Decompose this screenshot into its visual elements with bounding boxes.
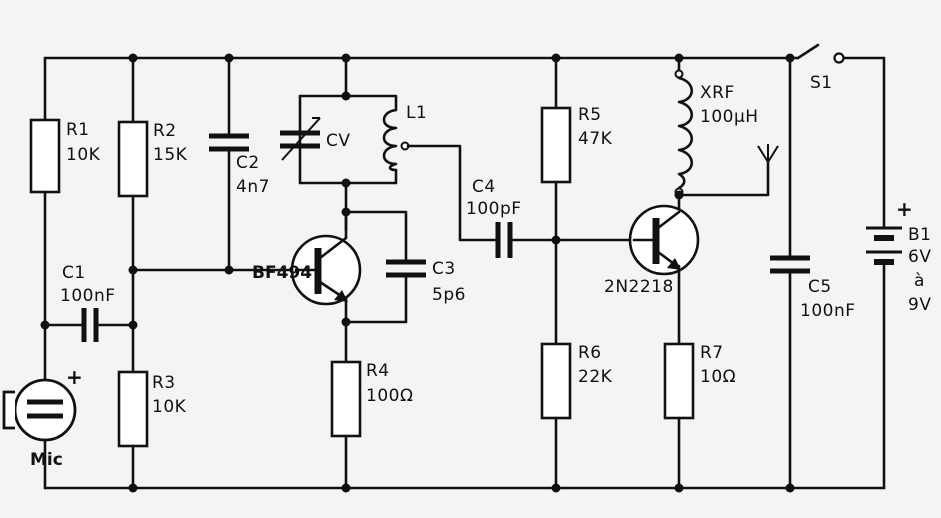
q1-transistor — [290, 210, 362, 324]
r2-name: R2 — [153, 121, 177, 141]
c4-capacitor — [495, 222, 636, 258]
c3-name: C3 — [432, 259, 456, 279]
r2-resistor — [117, 56, 149, 374]
r5-value: 47K — [578, 129, 613, 149]
battery-plus-sign: + — [896, 197, 913, 221]
xrf-value: 100µH — [700, 107, 759, 127]
mic-label: Mic — [30, 450, 63, 470]
c4-value: 100pF — [466, 199, 522, 219]
s1-switch — [833, 52, 845, 64]
r4-value: 100Ω — [366, 386, 413, 406]
c1-capacitor — [43, 308, 135, 342]
l1-inductor — [382, 108, 410, 172]
q1-label: BF494 — [252, 263, 312, 283]
r7-name: R7 — [700, 343, 724, 363]
c1-name: C1 — [62, 263, 86, 283]
r3-name: R3 — [152, 373, 176, 393]
cv-variable-capacitor — [280, 117, 321, 161]
l1-label: L1 — [406, 103, 427, 123]
c3-value: 5p6 — [432, 285, 466, 305]
c2-value: 4n7 — [236, 177, 270, 197]
microphone-symbol — [2, 378, 77, 490]
b1-connector: à — [914, 271, 925, 291]
q2-transistor — [628, 204, 700, 346]
s1-label: S1 — [810, 73, 833, 93]
r7-value: 10Ω — [700, 367, 736, 387]
junction-dots — [40, 53, 795, 493]
r4-name: R4 — [366, 361, 390, 381]
r3-value: 10K — [152, 397, 187, 417]
l1-tap-wire — [406, 144, 498, 242]
c2-capacitor — [209, 56, 249, 272]
bottom-rail — [43, 268, 886, 490]
c5-name: C5 — [808, 277, 832, 297]
b1-name: B1 — [908, 225, 931, 245]
xrf-choke — [674, 56, 694, 216]
r1-value: 10K — [66, 145, 101, 165]
xrf-name: XRF — [700, 83, 735, 103]
battery-b1 — [866, 226, 902, 272]
top-rail — [43, 43, 886, 230]
antenna-symbol — [677, 144, 779, 197]
c4-name: C4 — [472, 177, 496, 197]
r1-name: R1 — [66, 120, 90, 140]
c5-capacitor — [770, 56, 810, 490]
r6-resistor — [540, 342, 572, 490]
r2-value: 15K — [153, 145, 188, 165]
r4-resistor — [330, 320, 362, 490]
r6-value: 22K — [578, 367, 613, 387]
r7-resistor — [663, 342, 695, 490]
mic-plus-sign: + — [66, 365, 83, 389]
c2-name: C2 — [236, 153, 260, 173]
b1-value: 6V — [908, 247, 931, 267]
c3-capacitor — [344, 210, 426, 324]
c1-value: 100nF — [60, 286, 116, 306]
r5-resistor — [540, 56, 572, 346]
c5-value: 100nF — [800, 301, 856, 321]
r6-name: R6 — [578, 343, 602, 363]
r3-resistor — [117, 370, 149, 490]
b1-value2: 9V — [908, 295, 931, 315]
q2-label: 2N2218 — [604, 277, 674, 297]
r1-resistor — [29, 56, 61, 382]
r5-name: R5 — [578, 105, 602, 125]
cv-label: CV — [326, 131, 351, 151]
